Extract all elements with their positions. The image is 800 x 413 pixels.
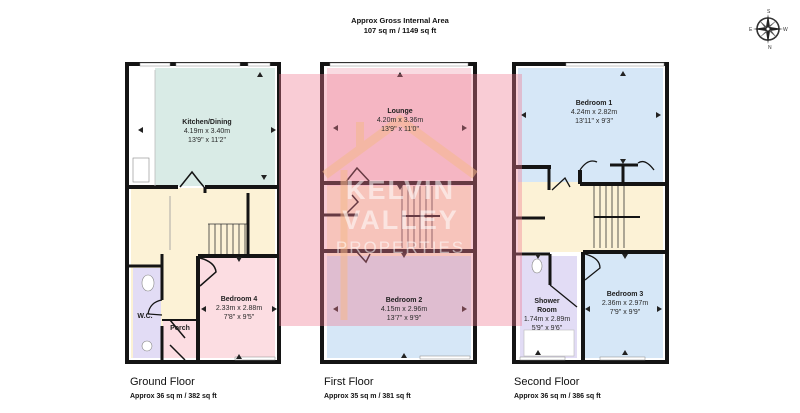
room-label-wc: W.C. (137, 313, 153, 320)
bedroom4-fill (198, 258, 275, 358)
second-floor-plan (512, 62, 669, 364)
room-label-bedroom-3: Bedroom 3 2.36m x 2.97m 7'9" x 9'9" (601, 291, 649, 316)
floor-area-ground: Approx 36 sq m / 382 sq ft (130, 393, 217, 400)
compass-label-left: E (749, 27, 753, 33)
floor-title-second: Second Floor (514, 376, 580, 388)
compass-label-right: W (783, 27, 788, 33)
floor-title-first: First Floor (324, 376, 374, 388)
first-floor-plan (320, 62, 477, 364)
compass-label-top: S (767, 9, 771, 15)
watermark-band (279, 74, 522, 326)
room-label-bedroom-2: Bedroom 2 4.15m x 2.96m 13'7" x 9'9" (380, 297, 428, 322)
ground-floor-plan (125, 62, 281, 364)
watermark-house-logo (322, 114, 478, 320)
room-label-bedroom-1: Bedroom 1 4.24m x 2.82m 13'11" x 9'3" (570, 100, 618, 125)
floor-area-second: Approx 36 sq m / 386 sq ft (514, 393, 601, 400)
porch-fill (163, 320, 198, 358)
room-label-lounge: Lounge 4.20m x 3.36m 13'9" x 11'0" (376, 108, 424, 133)
gross-area-title: Approx Gross Internal Area (351, 16, 449, 25)
watermark-text-valley: VALLEY (342, 205, 459, 235)
compass-rose-icon: S W N E (748, 6, 788, 51)
compass-label-bottom: N (768, 45, 772, 50)
watermark-text-kelvin: KELVIN (345, 175, 455, 205)
room-label-kitchen-dining: Kitchen/Dining 4.19m x 3.40m 13'9" x 11'… (182, 119, 232, 144)
floor-area-first: Approx 35 sq m / 381 sq ft (324, 393, 411, 400)
watermark-text-properties: PROPERTIES (335, 238, 466, 257)
gross-area-value: 107 sq m / 1149 sq ft (363, 26, 437, 35)
floor-title-ground: Ground Floor (130, 376, 195, 388)
room-label-porch: Porch (170, 325, 190, 332)
room-label-bedroom-4: Bedroom 4 2.33m x 2.88m 7'8" x 9'5" (215, 296, 263, 321)
gross-area-header: Approx Gross Internal Area 107 sq m / 11… (0, 16, 800, 36)
room-label-shower-room: Shower Room 1.74m x 2.89m 5'9" x 9'6" (523, 298, 571, 332)
